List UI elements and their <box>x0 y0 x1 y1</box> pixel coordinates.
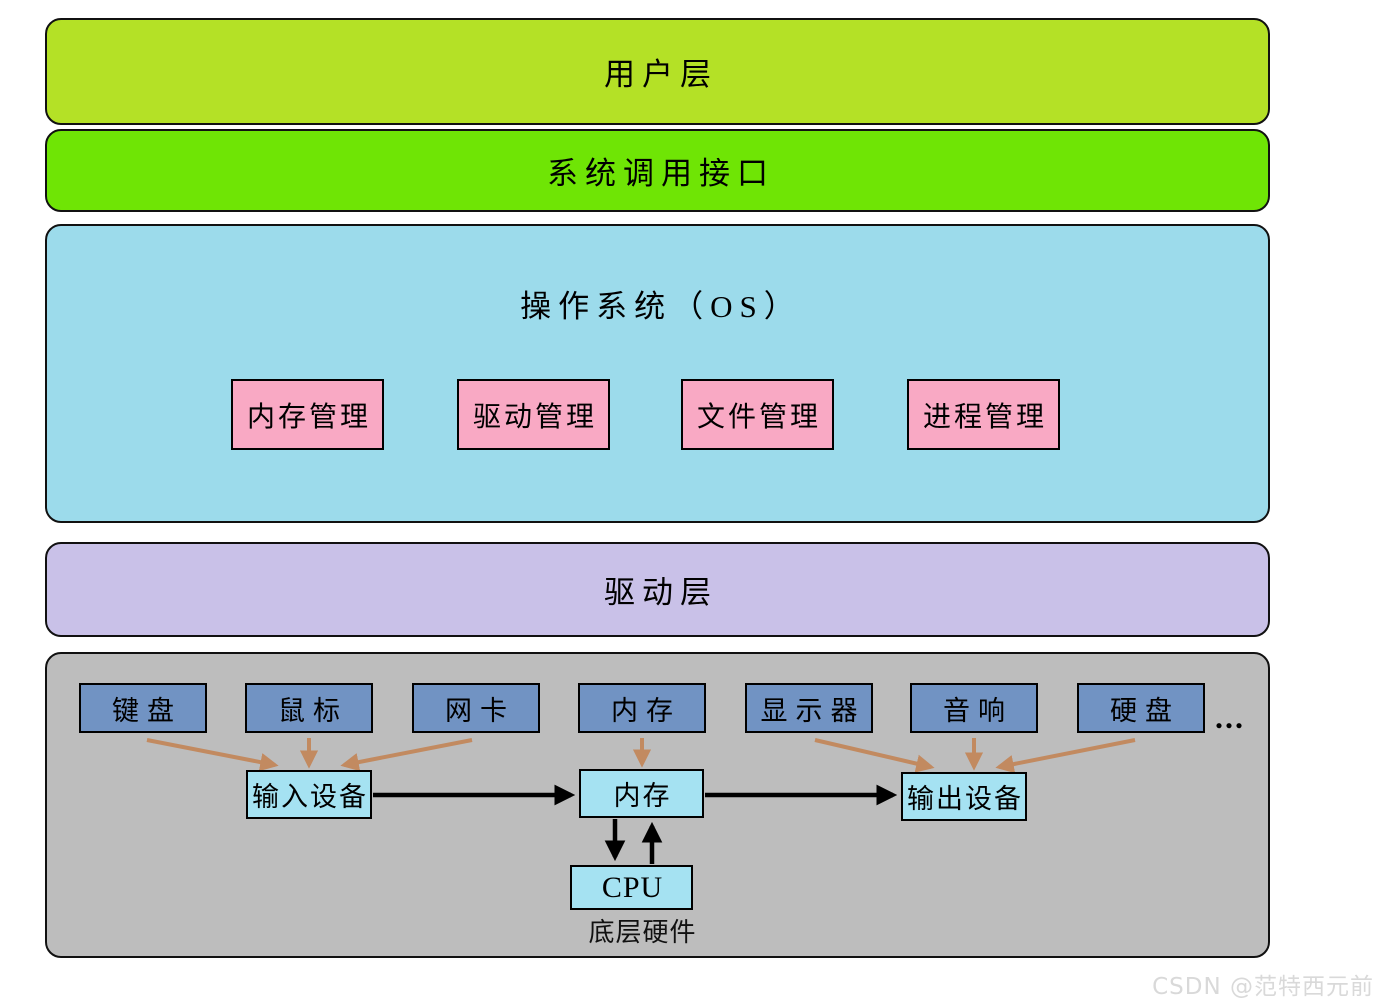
layer-syscall-label: 系统调用接口 <box>547 156 775 191</box>
device-network-card: 网卡 <box>412 683 540 733</box>
module-file-management: 文件管理 <box>681 379 834 450</box>
layer-operating-system: 操作系统（OS） 内存管理 驱动管理 文件管理 进程管理 <box>45 224 1270 523</box>
device-speaker: 音响 <box>910 683 1038 733</box>
layer-user-label: 用户层 <box>604 57 718 92</box>
layer-user: 用户层 <box>45 18 1270 125</box>
device-hard-disk: 硬盘 <box>1077 683 1205 733</box>
device-display: 显示器 <box>745 683 873 733</box>
device-memory: 内存 <box>578 683 706 733</box>
cpu-box: CPU <box>570 865 693 910</box>
memory-box: 内存 <box>579 769 704 818</box>
layer-driver: 驱动层 <box>45 542 1270 637</box>
layer-syscall-interface: 系统调用接口 <box>45 129 1270 212</box>
module-driver-management: 驱动管理 <box>457 379 610 450</box>
module-process-management: 进程管理 <box>907 379 1060 450</box>
more-devices-ellipsis: ... <box>1215 699 1245 735</box>
os-title: 操作系统（OS） <box>520 289 802 324</box>
output-device-box: 输出设备 <box>901 772 1027 821</box>
csdn-watermark: CSDN @范特西元前 <box>1152 974 1374 1000</box>
layer-hardware: 键盘 鼠标 网卡 内存 显示器 音响 硬盘 ... 输入设备 内存 输出设备 C… <box>45 652 1270 958</box>
brown-device-arrows <box>146 738 1136 774</box>
layer-driver-label: 驱动层 <box>604 575 718 610</box>
input-device-box: 输入设备 <box>246 770 372 819</box>
device-keyboard: 键盘 <box>79 683 207 733</box>
module-memory-management: 内存管理 <box>231 379 384 450</box>
hardware-caption: 底层硬件 <box>588 918 697 948</box>
device-mouse: 鼠标 <box>245 683 373 733</box>
